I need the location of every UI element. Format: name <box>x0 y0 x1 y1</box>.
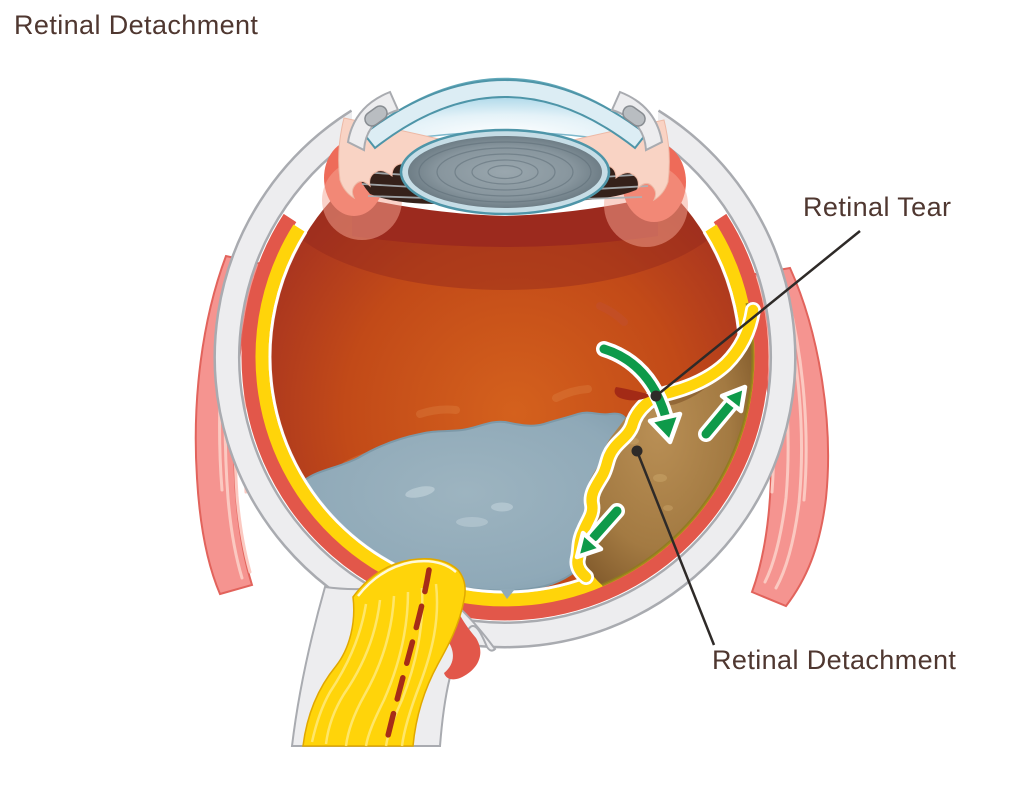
anterior-segment <box>322 51 688 247</box>
tear-leader-line <box>650 230 861 402</box>
fluid-flow-arrow-through-tear <box>596 341 683 445</box>
cornea <box>357 77 653 150</box>
schlemm-canal-right <box>622 105 646 127</box>
page-title: Retinal Detachment <box>14 10 259 40</box>
liquefied-vitreous <box>303 411 628 591</box>
retinal-tear-flap <box>614 387 652 401</box>
retinal-tear-label: Retinal Tear <box>803 192 952 222</box>
fovea-notch <box>500 589 515 599</box>
optic-nerve <box>290 558 497 747</box>
lens <box>399 128 611 216</box>
central-retinal-artery <box>383 567 432 747</box>
retinal-detachment-label: Retinal Detachment <box>712 645 957 675</box>
fluid-flow-arrow-down <box>574 503 625 560</box>
schlemm-canal-left <box>364 105 388 127</box>
fluid-flow-arrow-up <box>698 384 748 442</box>
vitreous-top-edge <box>352 196 658 247</box>
choroid <box>241 213 769 621</box>
sclera <box>213 109 797 649</box>
detachment-leader-line <box>631 445 716 646</box>
rpe-edge-line <box>601 302 755 587</box>
